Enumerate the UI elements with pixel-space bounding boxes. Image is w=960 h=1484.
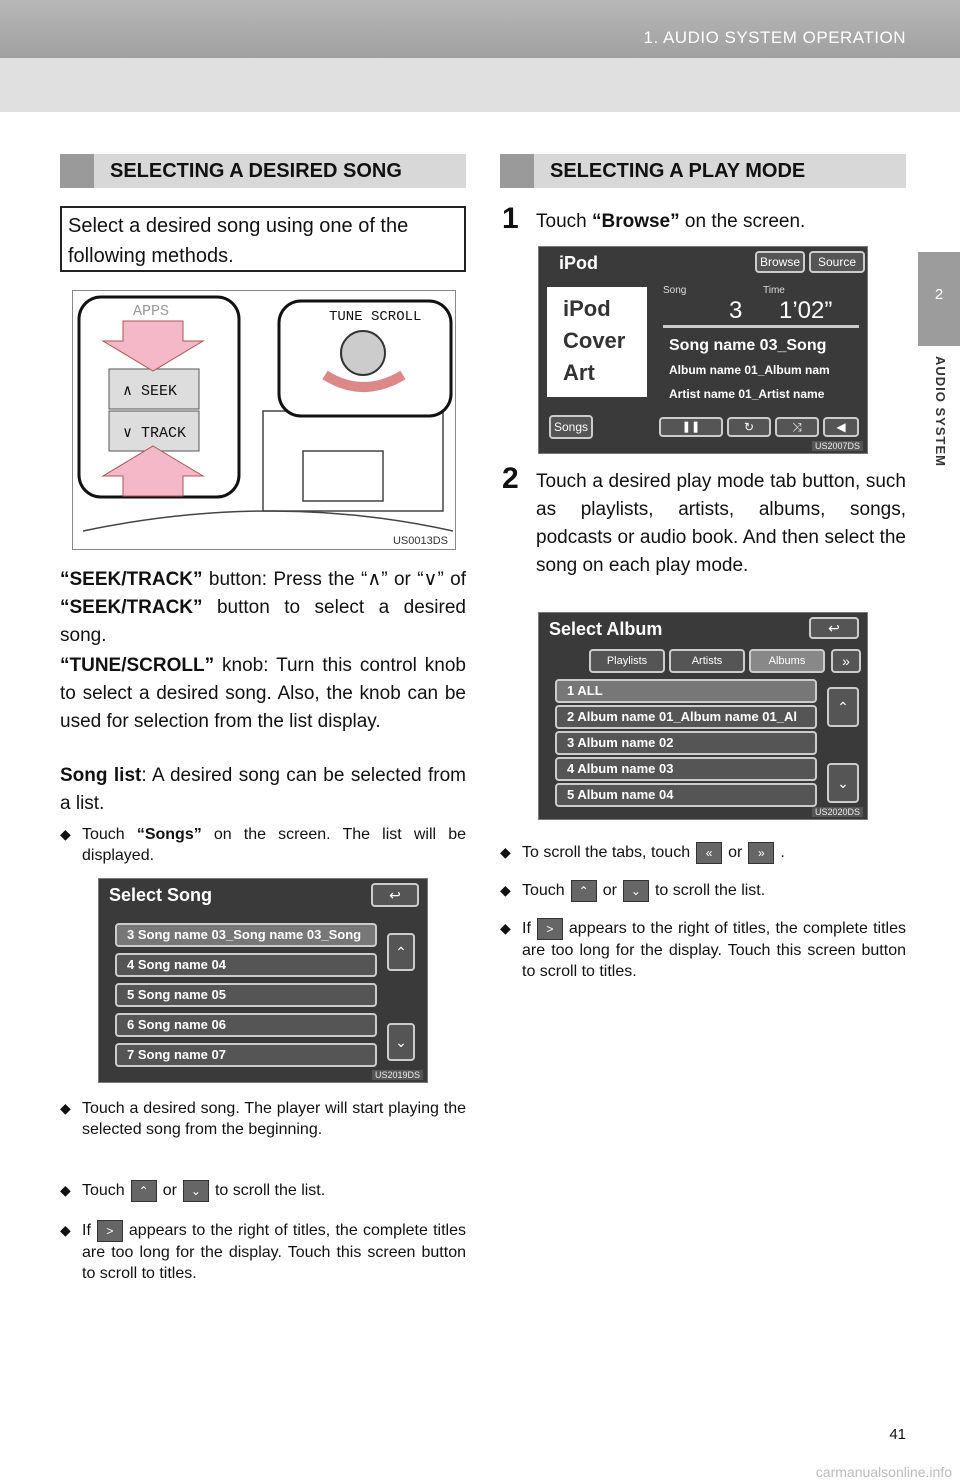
figure-code: US0013DS (392, 535, 448, 547)
songs-button[interactable]: Songs (549, 415, 593, 439)
chapter-tab-number: 2 (918, 252, 960, 346)
list-item[interactable]: 3 Song name 03_Song name 03_Song (115, 923, 377, 947)
tab-artists[interactable]: Artists (669, 649, 745, 673)
elapsed-time: 1’02” (779, 297, 833, 324)
page-number: 41 (889, 1426, 906, 1443)
step-number: 1 (502, 202, 519, 235)
seek-label: ∧ SEEK (123, 383, 178, 400)
list-item[interactable]: 6 Song name 06 (115, 1013, 377, 1037)
bullet-long-titles: If>appears to the right of titles, the c… (500, 918, 906, 982)
list-item[interactable]: 7 Song name 07 (115, 1043, 377, 1067)
seek-track-paragraph: “SEEK/TRACK” button: Press the “∧” or “∨… (60, 569, 466, 646)
shuffle-icon[interactable]: ⤨ (775, 417, 819, 437)
watermark: carmanualsonline.info (815, 1464, 952, 1480)
song-label: Song (663, 285, 687, 296)
bullet-touch-songs: Touch “Songs” on the screen. The list wi… (60, 824, 466, 866)
apps-label: APPS (133, 303, 170, 320)
list-item[interactable]: 2 Album name 01_Album name 01_Al (555, 705, 817, 729)
figure-ipod-screen: iPod Browse Source iPod Cover Art Song T… (538, 246, 868, 454)
bullet-scroll-list: Touch⌃or⌄to scroll the list. (500, 880, 906, 902)
song-name: Song name 03_Song (669, 337, 827, 354)
pause-icon[interactable]: ❚❚ (659, 417, 723, 437)
scroll-up-icon: ⌃ (130, 1180, 157, 1202)
bullet-scroll-tabs: To scroll the tabs, touch«or». (500, 842, 906, 864)
scroll-tabs-right-icon[interactable]: » (831, 649, 861, 673)
song-number: 3 (729, 297, 743, 324)
volume-icon[interactable]: ◀ (823, 417, 859, 437)
bullet-long-titles: If>appears to the right of titles, the c… (60, 1220, 466, 1284)
right-section-heading: SELECTING A PLAY MODE (500, 154, 906, 188)
figure-select-song: Select Song ↩ 3 Song name 03_Song name 0… (98, 878, 428, 1083)
header-bar: 1. AUDIO SYSTEM OPERATION (0, 0, 960, 58)
scroll-title-icon: > (96, 1220, 123, 1242)
cover-art: iPod Cover Art (547, 287, 647, 397)
header-band (0, 58, 960, 112)
section-title: 1. AUDIO SYSTEM OPERATION (643, 28, 906, 47)
bullet-touch-song: Touch a desired song. The player will st… (60, 1098, 466, 1140)
screen-title: Select Song (109, 885, 213, 905)
figure-select-album: Select Album ↩ Playlists Artists Albums … (538, 612, 868, 820)
tune-scroll-label: TUNE SCROLL (329, 309, 422, 325)
back-icon[interactable]: ↩ (809, 617, 859, 639)
artist-name: Artist name 01_Artist name (669, 387, 825, 401)
list-item[interactable]: 5 Album name 04 (555, 783, 817, 807)
controls-illustration (73, 291, 455, 549)
scroll-down-icon: ⌄ (182, 1180, 209, 1202)
bullet-scroll-list: Touch⌃or⌄to scroll the list. (60, 1180, 466, 1202)
left-section-heading: SELECTING A DESIRED SONG (60, 154, 466, 188)
tune-scroll-paragraph: “TUNE/SCROLL” knob: Turn this control kn… (60, 655, 466, 732)
list-item[interactable]: 1 ALL (555, 679, 817, 703)
song-list-paragraph: Song list: A desired song can be selecte… (60, 765, 466, 814)
progress-bar (663, 325, 859, 328)
tab-albums[interactable]: Albums (749, 649, 825, 673)
scroll-up-icon[interactable]: ⌃ (827, 687, 859, 727)
list-item[interactable]: 4 Song name 04 (115, 953, 377, 977)
tab-playlists[interactable]: Playlists (589, 649, 665, 673)
figure-controls: APPS ∧ SEEK ∨ TRACK TUNE SCROLL US0013DS (72, 290, 456, 550)
step-number: 2 (502, 462, 519, 495)
scroll-title-icon: > (536, 918, 563, 940)
scroll-tabs-left-icon: « (696, 842, 723, 864)
list-item[interactable]: 4 Album name 03 (555, 757, 817, 781)
ipod-title: iPod (559, 253, 598, 273)
time-label: Time (763, 285, 785, 296)
screen-title: Select Album (549, 619, 663, 639)
scroll-down-icon[interactable]: ⌄ (387, 1023, 415, 1061)
album-name: Album name 01_Album nam (669, 363, 830, 377)
back-icon[interactable]: ↩ (371, 883, 419, 907)
scroll-up-icon: ⌃ (570, 880, 597, 902)
figure-code: US2019DS (371, 1070, 423, 1080)
list-item[interactable]: 3 Album name 02 (555, 731, 817, 755)
chapter-tab-label: AUDIO SYSTEM (933, 356, 948, 467)
step-1-text: Touch “Browse” on the screen. (536, 211, 806, 232)
intro-box: Select a desired song using one of the f… (60, 206, 466, 272)
scroll-down-icon: ⌄ (622, 880, 649, 902)
track-label: ∨ TRACK (123, 425, 187, 442)
scroll-tabs-right-icon: » (748, 842, 775, 864)
repeat-icon[interactable]: ↻ (727, 417, 771, 437)
figure-code: US2007DS (811, 441, 863, 451)
list-item[interactable]: 5 Song name 05 (115, 983, 377, 1007)
figure-code: US2020DS (811, 807, 863, 817)
browse-button[interactable]: Browse (755, 251, 805, 273)
source-button[interactable]: Source (809, 251, 865, 273)
scroll-down-icon[interactable]: ⌄ (827, 763, 859, 803)
scroll-up-icon[interactable]: ⌃ (387, 933, 415, 971)
step-2-text: Touch a desired play mode tab button, su… (536, 471, 906, 576)
